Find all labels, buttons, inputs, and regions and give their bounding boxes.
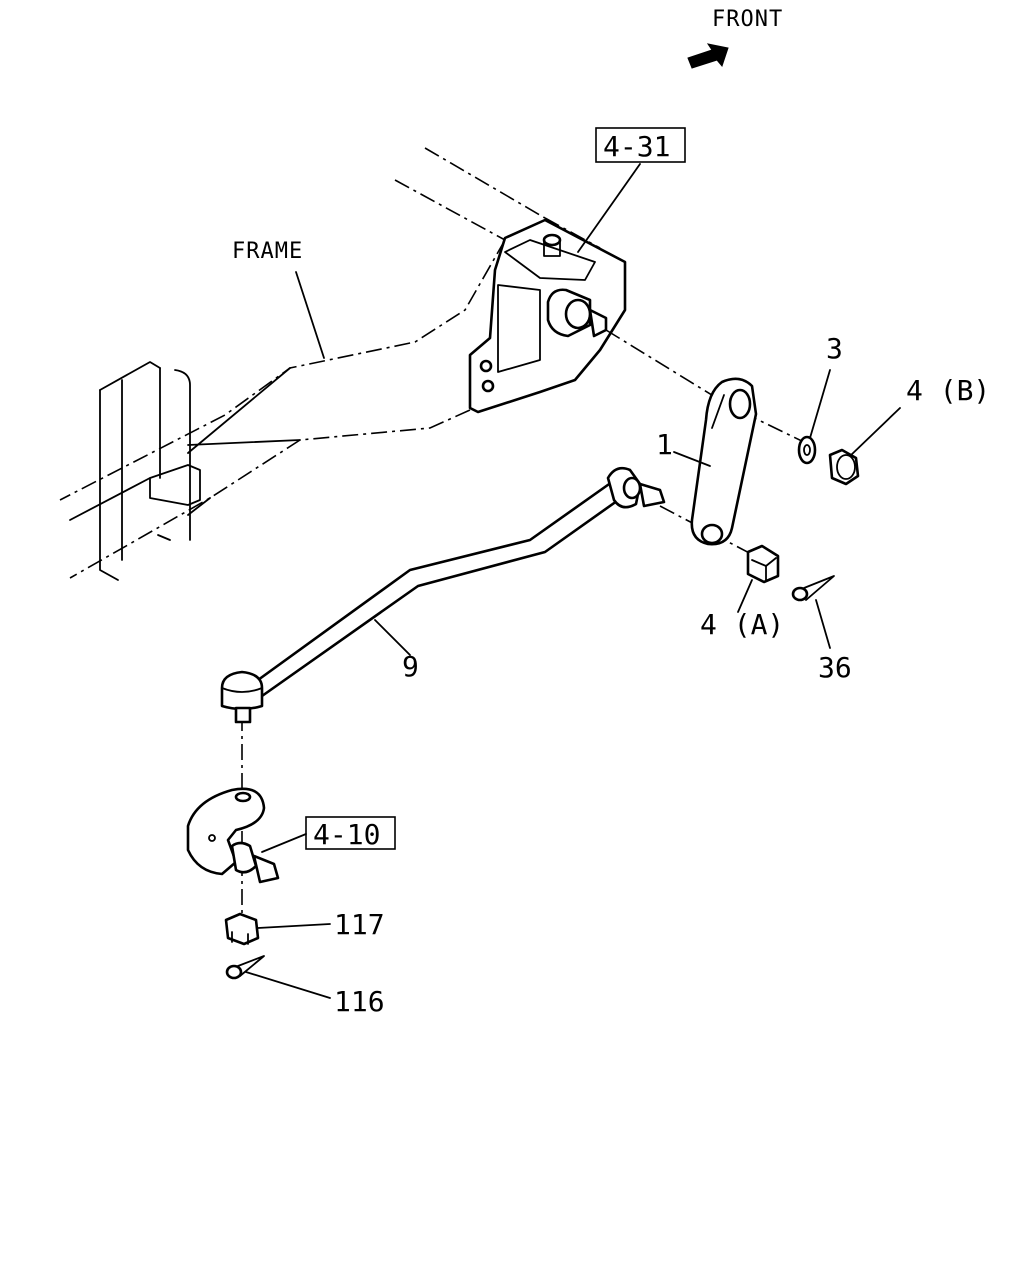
cotter-pin-lower-leader <box>245 971 331 999</box>
idler-arm <box>186 787 280 884</box>
drag-link-label: 9 <box>402 650 419 683</box>
cotter-pin-label: 36 <box>818 651 852 684</box>
nut-a-leader <box>737 579 753 613</box>
frame-leader <box>295 271 325 359</box>
gear-axis-line <box>605 329 721 401</box>
idler-ref-label: 4-10 <box>313 818 380 851</box>
drag-link-leader <box>374 619 411 656</box>
frame-label: FRAME <box>232 239 303 264</box>
drag-link <box>220 466 666 724</box>
castle-nut-label: 117 <box>334 908 385 941</box>
gear-ref-leader <box>577 163 641 253</box>
front-label: FRONT <box>712 7 783 32</box>
nut-a <box>746 544 780 584</box>
washer-leader <box>809 369 831 439</box>
nut-a-label: 4 (A) <box>700 608 784 641</box>
arm-lower-axis <box>659 505 756 557</box>
nut-b-label: 4 (B) <box>906 374 990 407</box>
washer-label: 3 <box>826 332 843 365</box>
pitman-arm-label: 1 <box>656 428 673 461</box>
gear-ref-label: 4-31 <box>603 130 670 163</box>
steering-gear <box>468 218 627 414</box>
cotter-pin-leader <box>815 599 831 649</box>
cotter-pin-lower-label: 116 <box>334 985 385 1018</box>
cotter-pin <box>791 575 835 602</box>
front-arrow-icon <box>687 43 729 69</box>
cotter-pin-lower <box>225 955 265 980</box>
washer <box>797 435 817 465</box>
nut-b-leader <box>849 407 901 457</box>
frame-rail <box>59 147 601 581</box>
castle-nut-leader <box>257 923 331 929</box>
pitman-arm <box>690 377 758 546</box>
castle-nut <box>224 912 260 946</box>
nut-b <box>828 448 860 486</box>
idler-ref-leader <box>261 833 307 853</box>
gear-ref-box <box>595 127 686 163</box>
idler-ref-box <box>305 816 396 850</box>
pitman-arm-leader <box>673 451 711 467</box>
